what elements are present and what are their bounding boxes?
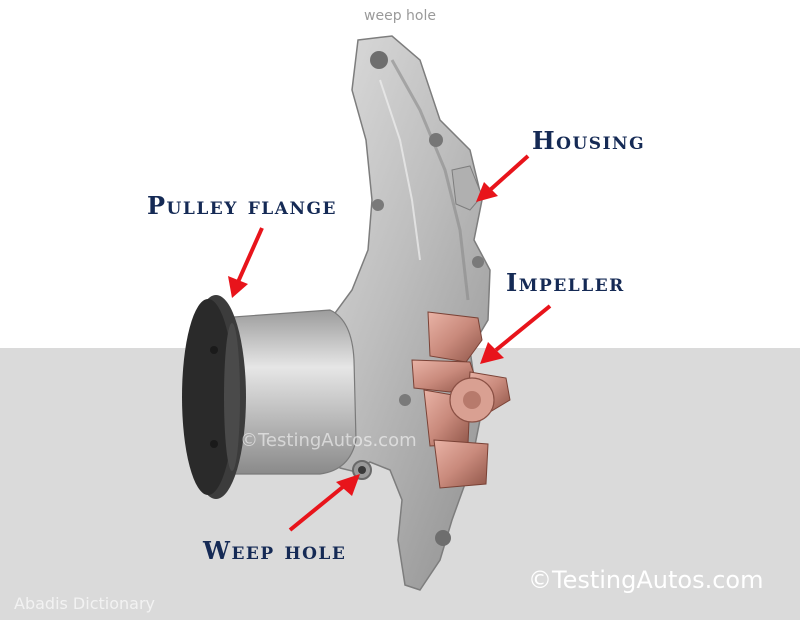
weep-hole-label: Weep hole (203, 536, 347, 565)
shaft-housing (219, 309, 357, 475)
arrow-weep-hole (288, 474, 360, 532)
arrow-pulley-flange (228, 227, 264, 298)
bolt-hole (370, 51, 388, 69)
arrow-impeller (480, 304, 552, 364)
watermark: ©TestingAutos.com (240, 430, 417, 451)
housing-label: Housing (532, 126, 646, 155)
dictionary-credit: Abadis Dictionary (14, 594, 155, 613)
bolt-hole (399, 394, 411, 406)
bolt-hole (472, 256, 484, 268)
bolt-hole (429, 133, 443, 147)
bolt-hole (372, 199, 384, 211)
arrow-housing (476, 154, 530, 202)
impeller (411, 311, 511, 489)
pulley-flange-label: Pulley flange (147, 191, 337, 220)
bolt-hole (435, 530, 451, 546)
callout-arrows (228, 154, 552, 532)
top-caption: weep hole (364, 8, 436, 24)
impeller-label: Impeller (506, 268, 625, 297)
copyright-text: ©TestingAutos.com (528, 566, 764, 594)
